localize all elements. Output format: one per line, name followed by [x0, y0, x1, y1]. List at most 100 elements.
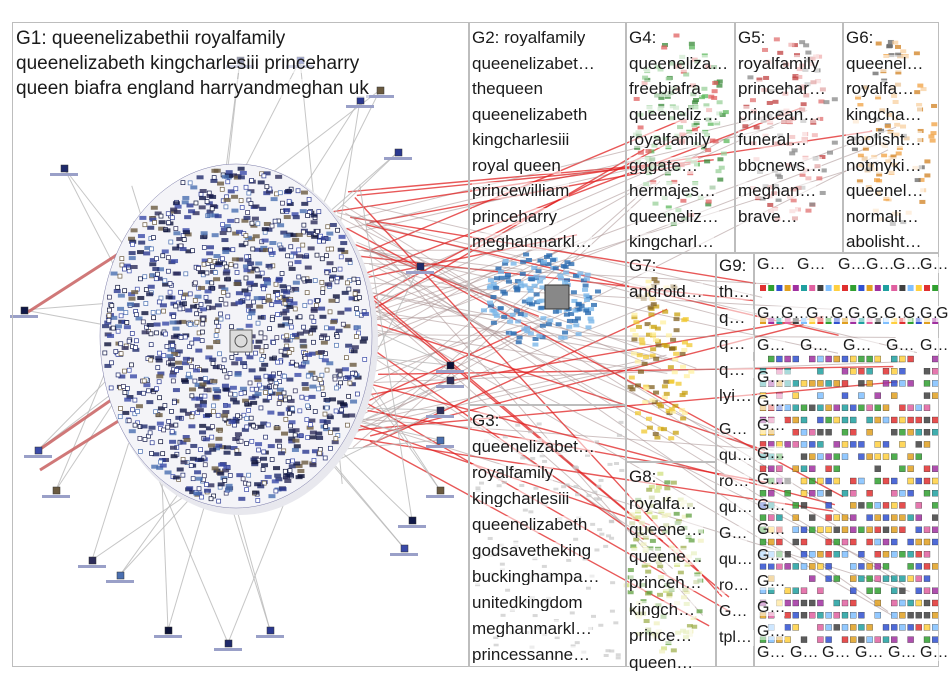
g1-node — [216, 498, 222, 504]
g1-node — [209, 204, 217, 209]
small-cluster-node — [792, 526, 799, 533]
g4-node — [716, 100, 723, 105]
g1-node — [338, 234, 346, 239]
small-cluster-node — [817, 416, 824, 424]
g7-node — [683, 374, 690, 379]
small-cluster-node — [841, 380, 849, 387]
g1-node — [188, 387, 196, 392]
g5-node — [823, 100, 830, 105]
g1-node — [132, 422, 138, 428]
g4-node — [705, 202, 712, 207]
g1-node — [186, 486, 194, 491]
g5-node — [777, 50, 784, 55]
g1-node — [326, 415, 334, 420]
g1-node — [146, 388, 151, 394]
g1-node — [286, 298, 294, 303]
g1-node — [225, 173, 233, 178]
g8-node — [657, 564, 664, 569]
small-cluster-node — [899, 404, 906, 411]
g3-label-line-5: queenelizabeth — [472, 516, 588, 533]
g4-node — [683, 72, 690, 77]
g1-node — [223, 464, 231, 469]
g1-node — [184, 215, 192, 220]
g2-node — [518, 284, 525, 289]
g1-node — [225, 292, 231, 298]
small-cluster-node — [923, 404, 931, 411]
g1-node — [282, 468, 288, 474]
g1-node — [196, 175, 204, 180]
small-cluster-node — [907, 355, 914, 363]
g3-node — [618, 420, 624, 424]
small-cluster-node — [817, 355, 824, 363]
g1-node — [143, 301, 149, 306]
small-cluster-node — [907, 465, 914, 472]
g4-node — [708, 94, 715, 99]
g1-node — [200, 329, 205, 335]
g1-node — [249, 220, 255, 226]
g4-node — [665, 76, 672, 81]
g4-node — [688, 41, 695, 46]
g3-node — [610, 581, 616, 585]
g7-node — [628, 375, 635, 380]
group-box-g1 — [12, 22, 469, 667]
g1-node — [290, 458, 295, 464]
g7-node — [627, 384, 634, 389]
small-cluster-node — [817, 526, 824, 533]
small-cluster-node — [882, 526, 890, 533]
g1-node — [273, 426, 281, 431]
g3-node — [573, 537, 579, 541]
small-cluster-label-19: GG… — [843, 338, 879, 354]
g1-node — [323, 424, 329, 429]
g1-node — [253, 375, 261, 380]
g6-node — [895, 151, 902, 156]
g1-node — [324, 253, 329, 259]
g1-node — [157, 406, 165, 411]
g9-extra-label-4: qu… — [719, 500, 753, 516]
g2-label-line-1: G2: royalfamily — [472, 29, 586, 46]
g7-node — [679, 407, 686, 412]
g2-node — [505, 279, 512, 284]
g1-node — [251, 423, 256, 429]
g1-node — [229, 324, 234, 330]
small-cluster-node — [891, 575, 898, 582]
g4-node — [671, 179, 678, 184]
g1-node — [354, 334, 359, 339]
g4-node — [637, 125, 644, 130]
g1-node — [275, 438, 283, 443]
g2-node — [500, 289, 507, 294]
g2-node — [505, 330, 512, 335]
g1-node — [327, 309, 333, 315]
g1-node — [282, 298, 290, 303]
g1-node — [275, 276, 283, 281]
g7-node — [634, 383, 641, 388]
g1-node — [269, 317, 275, 323]
g2-node — [586, 295, 593, 300]
small-cluster-node — [800, 587, 808, 594]
g4-label-line-9: kingcharl… — [629, 233, 715, 250]
g1-node — [110, 315, 118, 320]
g1-node — [190, 304, 198, 309]
g3-node — [599, 532, 605, 536]
g1-node — [182, 230, 190, 235]
g5-node — [811, 133, 818, 138]
g7-node — [648, 385, 655, 390]
g2-label-line-7: princewilliam — [472, 182, 570, 199]
small-cluster-top-node — [784, 285, 791, 291]
g1-node — [337, 266, 343, 272]
g1-node — [230, 173, 238, 178]
g8-node — [680, 595, 687, 600]
g1-node — [162, 278, 168, 284]
g8-node — [645, 569, 652, 574]
g1-node — [141, 390, 146, 396]
small-cluster-label-4: G… — [866, 257, 895, 273]
g2-node — [558, 335, 565, 340]
g1-node — [213, 339, 221, 344]
g1-node — [284, 478, 292, 483]
g1-node — [323, 427, 331, 432]
peripheral-node-label-9 — [256, 635, 284, 638]
g1-node — [282, 308, 290, 313]
g1-node — [334, 279, 340, 285]
g1-node — [207, 258, 213, 263]
g8-node — [674, 562, 681, 567]
g3-label-line-8: unitedkingdom — [472, 594, 583, 611]
